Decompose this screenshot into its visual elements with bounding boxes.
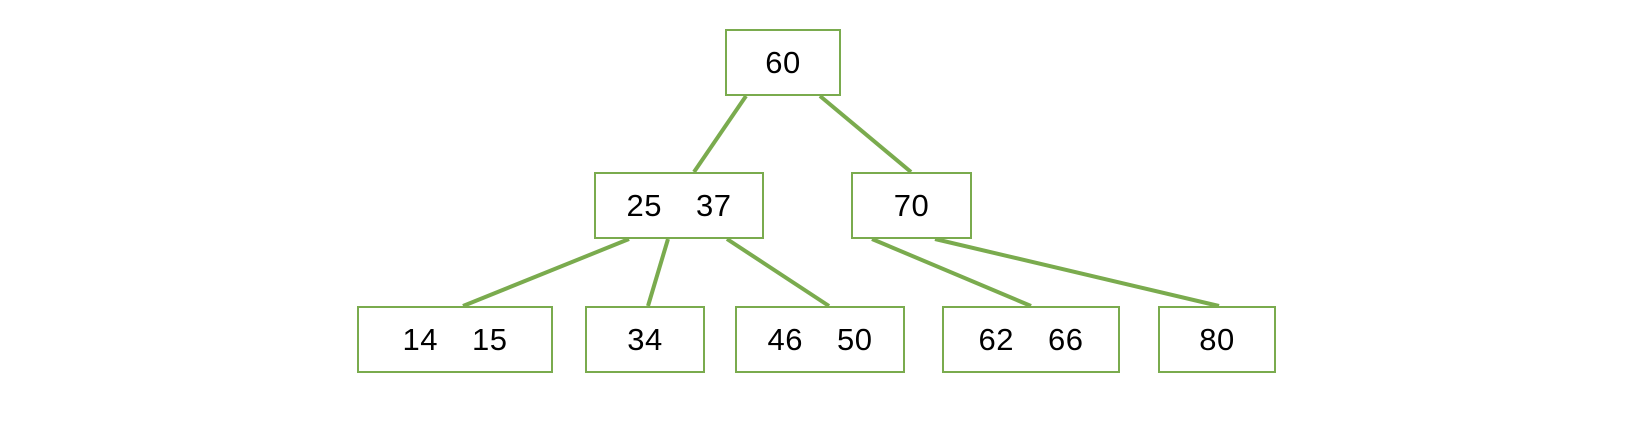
node-key-list: 34 [587, 308, 703, 371]
edge-internal-right-to-leaf-4 [871, 237, 1032, 308]
node-key: 15 [472, 322, 508, 357]
edge-internal-left-to-leaf-3 [725, 237, 831, 308]
node-leaf-46-50[interactable]: 46 50 [735, 306, 905, 373]
node-leaf-62-66[interactable]: 62 66 [942, 306, 1120, 373]
node-key-list: 60 [727, 31, 839, 94]
edge-internal-left-to-leaf-2 [646, 238, 670, 307]
node-key-list: 25 37 [596, 174, 762, 237]
node-key: 46 [767, 322, 803, 357]
node-root[interactable]: 60 [725, 29, 841, 96]
node-key: 14 [402, 322, 438, 357]
node-key-list: 14 15 [359, 308, 551, 371]
node-leaf-14-15[interactable]: 14 15 [357, 306, 553, 373]
node-key: 25 [626, 188, 662, 223]
node-key: 50 [837, 322, 873, 357]
node-key-list: 62 66 [944, 308, 1118, 371]
node-key: 37 [696, 188, 732, 223]
node-key: 62 [978, 322, 1014, 357]
node-leaf-34[interactable]: 34 [585, 306, 705, 373]
node-internal-right[interactable]: 70 [851, 172, 972, 239]
node-key-list: 70 [853, 174, 970, 237]
edge-internal-right-to-leaf-5 [934, 237, 1220, 308]
node-key: 70 [893, 188, 930, 223]
node-key: 60 [765, 45, 801, 80]
edge-root-to-internal-left [692, 94, 748, 174]
node-leaf-80[interactable]: 80 [1158, 306, 1276, 373]
node-key: 80 [1199, 322, 1235, 357]
node-key-list: 46 50 [737, 308, 903, 371]
edge-internal-left-to-leaf-1 [462, 237, 630, 308]
node-internal-left[interactable]: 25 37 [594, 172, 764, 239]
node-key-list: 80 [1160, 308, 1274, 371]
node-key: 66 [1048, 322, 1084, 357]
edge-root-to-internal-right [818, 94, 913, 174]
node-key: 34 [627, 322, 663, 357]
